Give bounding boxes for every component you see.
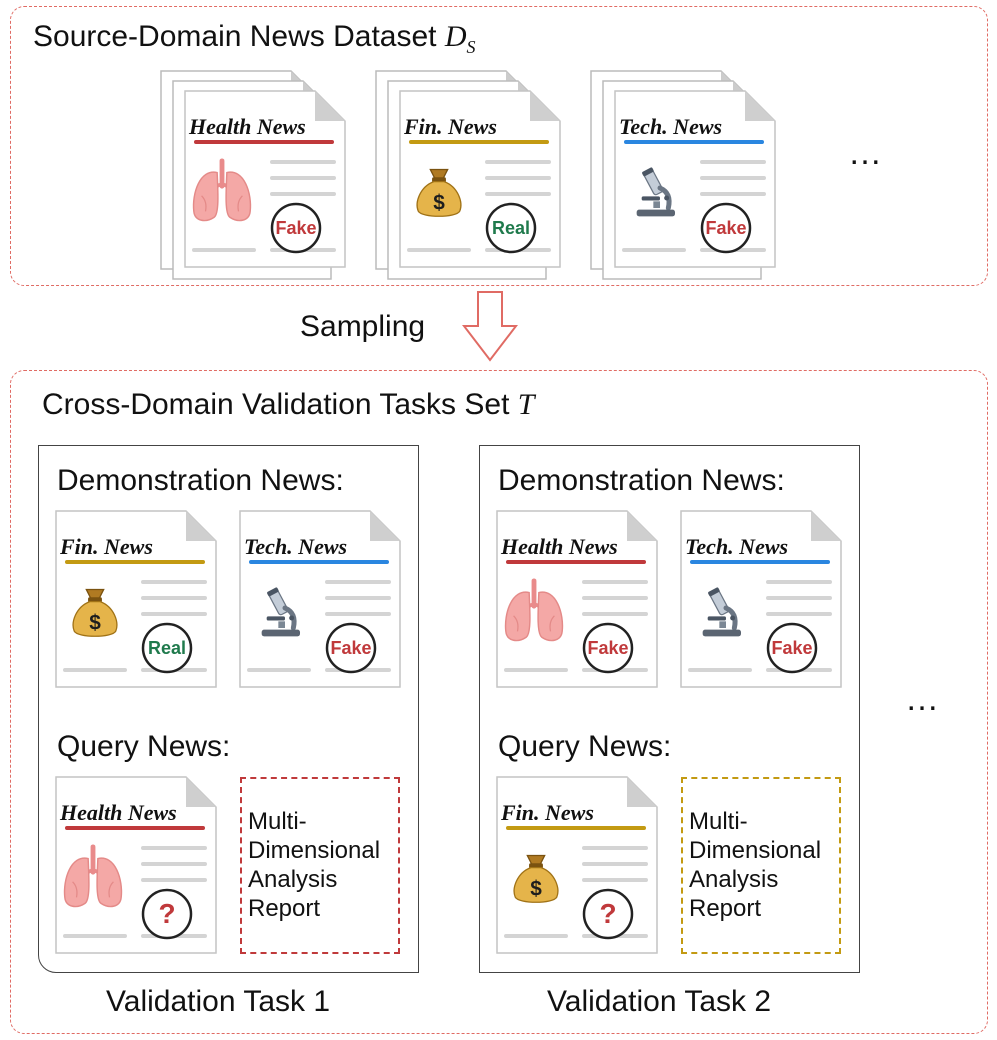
news-doc-fin-query: Fin. News ? [496,776,658,954]
tasks-set-symbol: T [517,388,535,421]
dataset-symbol: D [444,20,467,53]
news-label-health: Health News [501,534,618,559]
lungs-icon [59,840,127,914]
report-line: Dimensional [689,837,822,864]
query-label: Query News: [498,730,672,763]
verdict-unknown: ? [599,898,617,929]
report-line: Dimensional [248,837,381,864]
news-doc-health: Health News Fake [184,90,346,268]
news-label-tech: Tech. News [685,534,789,559]
source-ellipsis: … [848,134,884,172]
lungs-icon [500,574,568,648]
report-line: Report [248,895,321,922]
verdict-fake: Fake [587,638,629,658]
lungs-icon [188,154,256,228]
demonstration-label: Demonstration News: [57,464,344,497]
dataset-symbol-subscript: S [466,37,476,57]
verdict-real: Real [147,638,187,658]
query-label: Query News: [57,730,231,763]
report-line: Analysis [689,866,779,893]
source-domain-panel [10,6,988,286]
task-2-caption: Validation Task 2 [547,985,772,1018]
news-doc-fin: Fin. News Real [399,90,561,268]
verdict-real: Real [491,218,531,238]
validation-task-2: Demonstration News: Health News Fake [479,445,860,973]
news-doc-tech: Tech. News Fake [614,90,776,268]
news-label-tech: Tech. News [619,114,723,139]
news-label-health: Health News [189,114,306,139]
news-doc-health-query: Health News ? [55,776,217,954]
sampling-arrow-icon [462,291,518,362]
report-line: Report [689,895,762,922]
demonstration-label: Demonstration News: [498,464,785,497]
report-line: Multi- [248,808,307,835]
microscope-icon [255,586,305,640]
news-doc-tech: Tech. News Fake [680,510,842,688]
sampling-label: Sampling [300,310,426,343]
news-doc-fin: Fin. News Real [55,510,217,688]
task-1-caption: Validation Task 1 [106,985,331,1018]
tasks-set-title: Cross-Domain Validation Tasks Set T [42,388,534,422]
microscope-icon [630,166,680,220]
news-label-fin: Fin. News [501,800,594,825]
money-bag-icon [69,584,121,640]
verdict-fake: Fake [275,218,317,238]
validation-task-1: Demonstration News: Fin. News Real [38,445,419,973]
tasks-ellipsis: … [905,680,941,718]
tasks-set-title-text: Cross-Domain Validation Tasks Set [42,388,510,421]
analysis-report-placeholder: Multi- Dimensional Analysis Report [681,777,841,954]
source-domain-title: Source-Domain News Dataset DS [33,20,476,58]
news-doc-health: Health News Fake [496,510,658,688]
tasks-set-panel [10,370,988,1034]
verdict-unknown: ? [158,898,176,929]
report-line: Analysis [248,866,338,893]
verdict-fake: Fake [771,638,813,658]
money-bag-icon [413,164,465,220]
news-label-fin: Fin. News [60,534,153,559]
news-label-tech: Tech. News [244,534,348,559]
microscope-icon [696,586,746,640]
verdict-fake: Fake [330,638,372,658]
verdict-fake: Fake [705,218,747,238]
news-doc-tech: Tech. News Fake [239,510,401,688]
news-label-health: Health News [60,800,177,825]
money-bag-icon [510,850,562,906]
source-domain-title-text: Source-Domain News Dataset [33,20,437,53]
news-label-fin: Fin. News [404,114,497,139]
analysis-report-placeholder: Multi- Dimensional Analysis Report [240,777,400,954]
report-line: Multi- [689,808,748,835]
